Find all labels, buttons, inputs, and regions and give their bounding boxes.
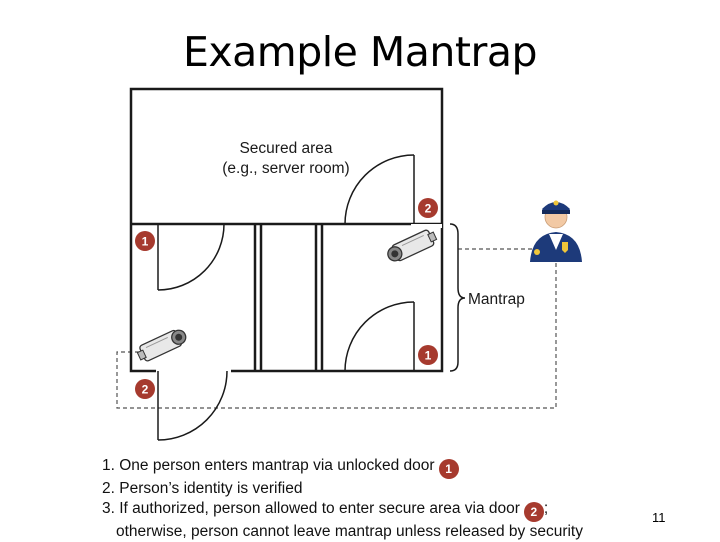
outer-wall	[129, 87, 444, 373]
step-2: 2. Person’s identity is verified	[102, 479, 642, 499]
step-3-suffix: ;	[543, 500, 549, 517]
step-3-continuation: otherwise, person cannot leave mantrap u…	[102, 522, 642, 542]
door-badge-outer-1: 1	[135, 231, 155, 251]
security-camera-icon	[387, 229, 438, 262]
svg-text:2: 2	[142, 383, 149, 397]
secured-area-label: Secured area	[239, 140, 332, 157]
step-1: 1. One person enters mantrap via unlocke…	[102, 456, 642, 479]
mantrap-brace	[449, 223, 466, 372]
step-1-text: 1. One person enters mantrap via unlocke…	[102, 457, 435, 474]
door-badge-secured-2: 2	[418, 198, 438, 218]
door-secured-area	[344, 154, 442, 228]
door-badge-icon: 2	[523, 502, 544, 522]
door-badge-exit-2: 2	[135, 379, 155, 399]
step-2-text: 2. Person’s identity is verified	[102, 480, 303, 497]
slide-title: Example Mantrap	[183, 28, 537, 76]
step-3: 3. If authorized, person allowed to ente…	[102, 499, 642, 522]
door-mantrap-inner	[344, 301, 415, 372]
door-mantrap-entry	[157, 223, 225, 291]
door-exit	[156, 369, 231, 441]
secured-area-sublabel: (e.g., server room)	[222, 160, 349, 177]
security-camera-icon	[136, 329, 187, 362]
svg-text:1: 1	[425, 349, 432, 363]
mantrap-label: Mantrap	[468, 291, 525, 308]
door-badge-icon: 1	[438, 459, 459, 479]
step-3-cont-text: otherwise, person cannot leave mantrap u…	[116, 523, 583, 540]
mantrap-steps: 1. One person enters mantrap via unlocke…	[102, 456, 642, 542]
floor-plan	[129, 87, 444, 373]
step-3-text: 3. If authorized, person allowed to ente…	[102, 500, 520, 517]
door-badge-inner-1: 1	[418, 345, 438, 365]
security-guard-icon	[530, 200, 582, 262]
page-number: 11	[652, 510, 666, 525]
camera-wiring	[116, 248, 557, 409]
svg-text:1: 1	[142, 235, 149, 249]
svg-text:2: 2	[425, 202, 432, 216]
